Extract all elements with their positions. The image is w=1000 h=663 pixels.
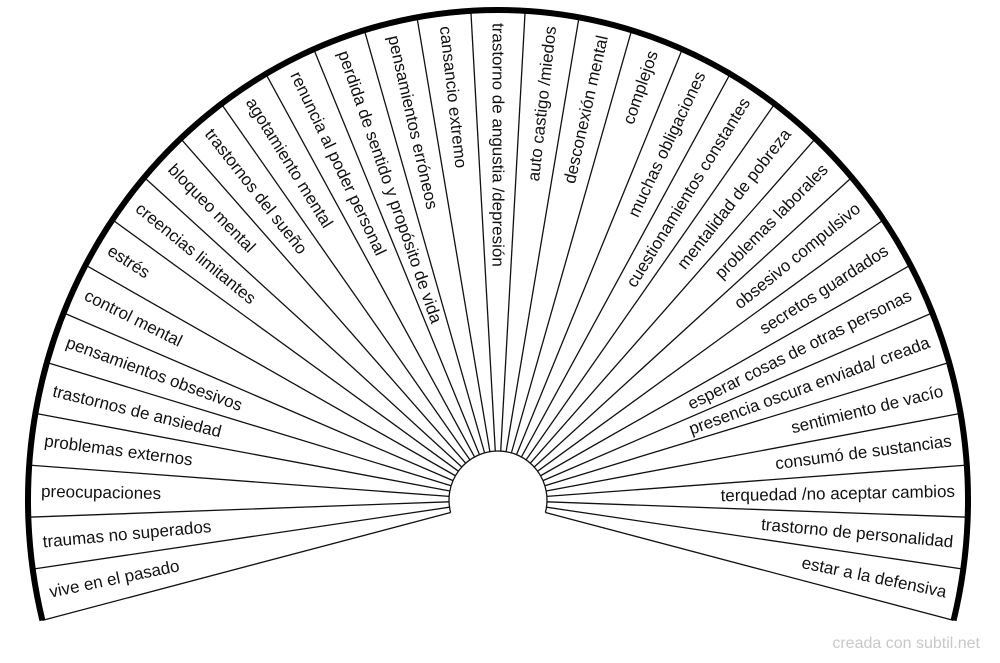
segment-divider: [143, 176, 463, 468]
segment-label: desconexión mental: [560, 34, 612, 186]
segment-label: estrés: [104, 241, 153, 282]
segment-label: trastorno de personalidad: [760, 515, 954, 552]
segment-divider: [42, 511, 451, 622]
segment-divider: [510, 30, 633, 454]
segment-label: trastornos del sueño: [201, 125, 311, 258]
segment-divider: [112, 219, 459, 472]
segment-divider: [470, 10, 496, 452]
segment-divider: [28, 501, 450, 518]
segment-divider: [529, 138, 816, 464]
segment-divider: [32, 506, 450, 570]
segment-divider: [85, 264, 456, 477]
segment-divider: [313, 48, 481, 455]
segment-divider: [46, 361, 452, 487]
segment-divider: [546, 412, 961, 492]
segment-label: consumó de sustancias: [774, 431, 953, 473]
segment-label: cansancio extremo: [436, 25, 471, 169]
watermark: creada con subtil.net: [832, 635, 980, 652]
segment-divider: [533, 176, 853, 468]
segment-label: problemas externos: [43, 431, 194, 469]
segment-divider: [363, 30, 486, 454]
segment-divider: [220, 103, 471, 461]
inner-arc: [448, 450, 548, 513]
segment-divider: [546, 464, 967, 498]
segment-divider: [416, 17, 491, 452]
segment-divider: [546, 506, 964, 570]
segment-divider: [515, 48, 683, 455]
segment-divider: [544, 361, 950, 487]
segment-divider: [500, 10, 526, 452]
segment-divider: [63, 312, 454, 482]
segment-divider: [525, 103, 776, 461]
segment-divider: [537, 219, 884, 472]
segment-divider: [265, 73, 476, 458]
segment-divider: [542, 312, 933, 482]
segment-label: estar a la defensiva: [800, 553, 949, 601]
segment-divider: [35, 412, 450, 492]
segment-divider: [545, 511, 954, 622]
segment-divider: [180, 138, 467, 464]
segment-divider: [520, 73, 731, 458]
segment-label: trastorno de angustia /depresión: [489, 23, 508, 267]
segment-label: vive en el pasado: [48, 556, 181, 601]
segment-divider: [29, 464, 450, 498]
segment-label: preocupaciones: [41, 482, 161, 503]
segment-divider: [546, 501, 968, 518]
segment-label: creencias limitantes: [132, 199, 260, 308]
segment-divider: [505, 17, 580, 452]
segment-divider: [540, 264, 911, 477]
segment-label: terquedad /no aceptar cambios: [720, 482, 955, 505]
segment-label: control mental: [81, 286, 185, 351]
outer-arc: [25, 7, 971, 622]
